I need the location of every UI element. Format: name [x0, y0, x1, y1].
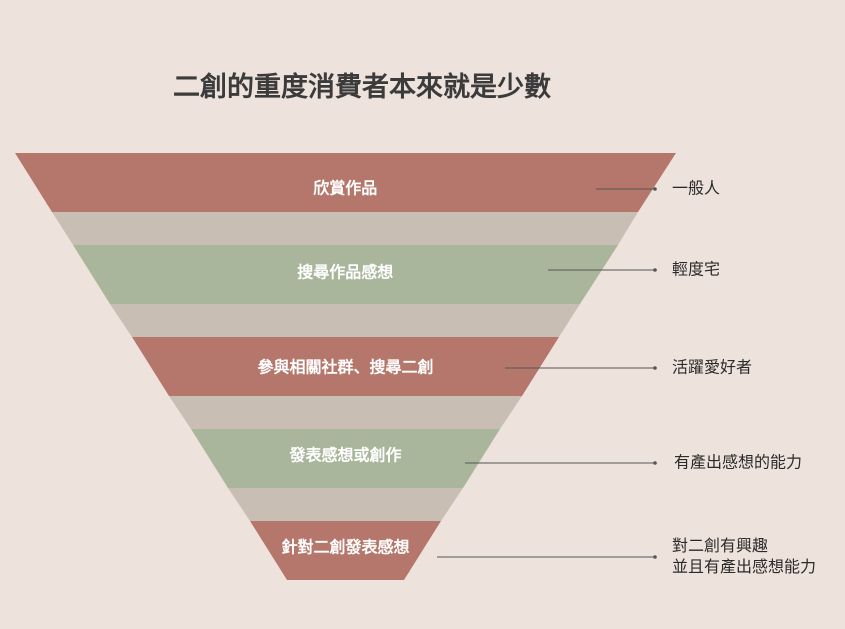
tier-label: 搜尋作品感想: [297, 263, 393, 282]
tier-connectors: [52, 212, 638, 521]
tier-connector: [228, 488, 463, 521]
leader-dot: [653, 187, 657, 191]
leader-dot: [653, 366, 657, 370]
tier-connector: [52, 212, 638, 245]
tier-label: 欣賞作品: [313, 179, 377, 198]
leader-lines: [437, 187, 657, 559]
funnel-tier: [15, 153, 676, 212]
funnel-tier: [191, 429, 500, 488]
leader-dot: [653, 461, 657, 465]
tier-connector: [169, 396, 522, 429]
leader-dot: [653, 555, 657, 559]
funnel-tier: [250, 521, 441, 580]
diagram-title: 二創的重度消費者本來就是少數: [173, 71, 551, 103]
side-label: 有產出感想的能力: [674, 453, 802, 472]
funnel-tier: [73, 245, 618, 304]
side-label: 輕度宅: [672, 260, 720, 279]
tier-label: 發表感想或創作: [288, 446, 401, 465]
tier-label: 參與相關社群、搜尋二創: [257, 358, 433, 377]
tier-label: 針對二創發表感想: [281, 538, 409, 557]
tier-connector: [110, 304, 580, 337]
side-label: 活躍愛好者: [672, 358, 752, 377]
funnel-tier: [132, 337, 559, 396]
side-label: 一般人: [672, 179, 720, 198]
side-label: 並且有產出感想能力: [672, 557, 816, 576]
leader-dot: [653, 268, 657, 272]
side-label: 對二創有興趣: [672, 536, 768, 555]
